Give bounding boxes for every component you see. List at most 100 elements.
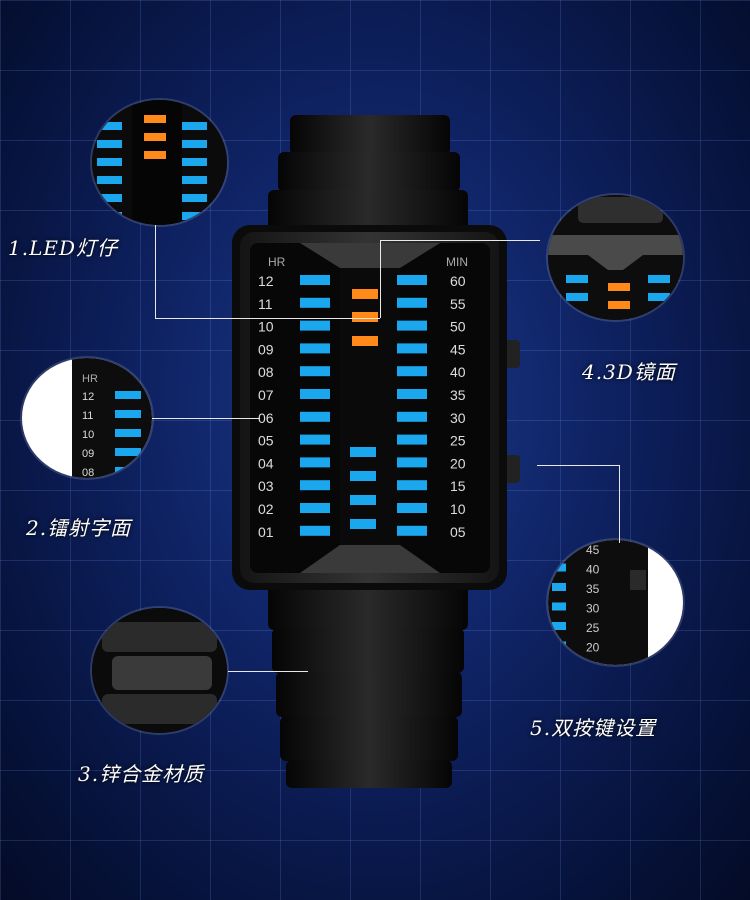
minute-led bbox=[397, 411, 427, 422]
detail-alloy bbox=[92, 608, 227, 733]
detail-minute-label: 40 bbox=[586, 563, 600, 577]
minute-tick-label: 10 bbox=[450, 501, 466, 517]
minute-led bbox=[397, 366, 427, 377]
hour-tick-label: 07 bbox=[258, 387, 274, 403]
center-led-orange bbox=[352, 289, 378, 299]
minute-tick-label: 40 bbox=[450, 364, 466, 380]
upper-band bbox=[268, 115, 468, 235]
minute-led bbox=[397, 297, 427, 308]
detail-minute-label: 30 bbox=[586, 602, 600, 616]
detail-hour-label: 08 bbox=[82, 467, 94, 478]
minute-led bbox=[397, 503, 427, 513]
detail-hour-label: 12 bbox=[82, 391, 94, 403]
detail-led-blue bbox=[182, 194, 207, 202]
detail-led-blue bbox=[182, 158, 207, 166]
label-mirror: 4.3D镜面 bbox=[582, 360, 676, 384]
detail-hr-header: HR bbox=[82, 373, 98, 385]
label-buttons: 5.双按键设置 bbox=[530, 716, 657, 740]
detail-dial-led bbox=[115, 391, 141, 399]
label-dial: 2.镭射字面 bbox=[26, 516, 132, 540]
hr-header: HR bbox=[268, 255, 286, 269]
leader-mirror bbox=[380, 240, 540, 241]
detail-led-blue bbox=[97, 194, 122, 202]
leader-buttons-v bbox=[619, 465, 620, 543]
minute-led bbox=[397, 389, 427, 399]
detail-led bbox=[92, 100, 227, 225]
detail-led-blue bbox=[97, 176, 122, 184]
hour-led bbox=[300, 457, 330, 468]
leader-led-h bbox=[155, 318, 380, 319]
detail-minute-label: 45 bbox=[586, 543, 600, 557]
leader-led bbox=[155, 225, 156, 318]
detail-buttons-led bbox=[552, 583, 566, 591]
minute-tick-label: 05 bbox=[450, 524, 466, 540]
hour-led bbox=[300, 503, 330, 513]
hour-tick-label: 11 bbox=[258, 296, 273, 312]
hour-led bbox=[300, 480, 330, 491]
lower-band bbox=[268, 585, 468, 788]
detail-dial-led bbox=[115, 410, 141, 418]
minute-tick-label: 20 bbox=[450, 455, 466, 471]
minute-tick-label: 50 bbox=[450, 319, 466, 335]
leader-dial bbox=[152, 418, 260, 419]
hour-tick-label: 03 bbox=[258, 478, 274, 494]
minute-tick-label: 35 bbox=[450, 387, 466, 403]
center-led-orange bbox=[352, 336, 378, 346]
hour-tick-label: 02 bbox=[258, 501, 274, 517]
hour-tick-label: 12 bbox=[258, 273, 274, 289]
hour-led bbox=[300, 389, 330, 399]
detail-led-blue bbox=[182, 140, 207, 148]
detail-minute-label: 35 bbox=[586, 582, 600, 596]
minute-led bbox=[397, 480, 427, 491]
hour-led bbox=[300, 434, 330, 445]
leader-alloy bbox=[228, 671, 308, 672]
detail-buttons-led bbox=[552, 622, 566, 630]
detail-led-blue bbox=[97, 158, 122, 166]
detail-minute-label: 20 bbox=[586, 641, 600, 655]
detail-minute-label: 25 bbox=[586, 621, 600, 635]
center-led-orange bbox=[352, 312, 378, 322]
hour-tick-label: 04 bbox=[258, 455, 274, 471]
detail-dial-led bbox=[115, 448, 141, 456]
minute-led bbox=[397, 320, 427, 331]
leader-led-v bbox=[380, 240, 381, 318]
minute-tick-label: 45 bbox=[450, 341, 466, 357]
hour-led bbox=[300, 275, 330, 285]
detail-mirror bbox=[548, 195, 683, 320]
hour-led bbox=[300, 320, 330, 331]
detail-hour-label: 11 bbox=[82, 410, 93, 422]
hour-tick-label: 09 bbox=[258, 341, 274, 357]
hour-tick-label: 06 bbox=[258, 410, 274, 426]
detail-buttons-led bbox=[552, 563, 566, 572]
detail-buttons-led bbox=[552, 602, 566, 611]
detail-led-orange bbox=[144, 151, 166, 159]
minute-led bbox=[397, 275, 427, 285]
hour-tick-label: 01 bbox=[258, 524, 274, 540]
center-led-blue bbox=[350, 519, 376, 529]
minute-tick-label: 60 bbox=[450, 273, 466, 289]
hour-led bbox=[300, 297, 330, 308]
minute-tick-label: 25 bbox=[450, 433, 466, 449]
detail-led-blue bbox=[182, 122, 207, 130]
detail-hour-label: 09 bbox=[82, 448, 94, 460]
center-led-blue bbox=[350, 471, 376, 481]
center-led-blue bbox=[350, 495, 376, 505]
hour-led bbox=[300, 366, 330, 377]
hour-led bbox=[300, 343, 330, 354]
detail-led-orange bbox=[144, 115, 166, 123]
detail-dial-led bbox=[115, 429, 141, 437]
min-header: MIN bbox=[446, 255, 468, 269]
detail-led-blue bbox=[182, 176, 207, 184]
minute-led bbox=[397, 525, 427, 536]
center-led-blue bbox=[350, 447, 376, 457]
detail-led-blue bbox=[97, 140, 122, 148]
hour-led bbox=[300, 525, 330, 536]
detail-led-orange bbox=[144, 133, 166, 141]
minute-led bbox=[397, 343, 427, 354]
minute-tick-label: 30 bbox=[450, 410, 466, 426]
hour-tick-label: 10 bbox=[258, 319, 274, 335]
minute-tick-label: 55 bbox=[450, 296, 466, 312]
label-alloy: 3.锌合金材质 bbox=[78, 762, 205, 786]
